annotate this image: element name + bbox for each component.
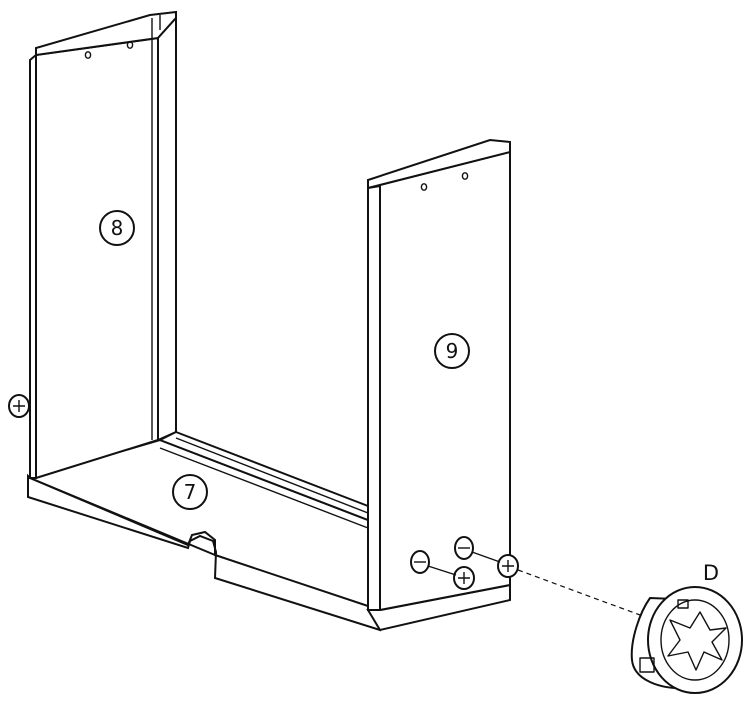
- label-cam-lock: D: [703, 561, 719, 585]
- label-bottom-panel: 7: [172, 474, 208, 510]
- screw-icon: [8, 394, 30, 418]
- right-panel-9: [367, 138, 511, 611]
- cam-lock-d: [630, 586, 743, 694]
- label-left-panel: 8: [99, 210, 135, 246]
- screw-icon: [453, 566, 475, 590]
- cam-fittings: [410, 536, 519, 590]
- cam-fitting-icon: [410, 550, 430, 574]
- svg-text:9: 9: [446, 339, 459, 363]
- leader-line: [517, 569, 641, 616]
- left-panel-8: [29, 10, 177, 479]
- bottom-panel-7: [27, 439, 511, 632]
- screw-icon: [497, 554, 519, 578]
- svg-text:8: 8: [111, 216, 124, 240]
- label-right-panel: 9: [434, 333, 470, 369]
- svg-text:7: 7: [184, 480, 197, 504]
- cam-fitting-icon: [454, 536, 474, 560]
